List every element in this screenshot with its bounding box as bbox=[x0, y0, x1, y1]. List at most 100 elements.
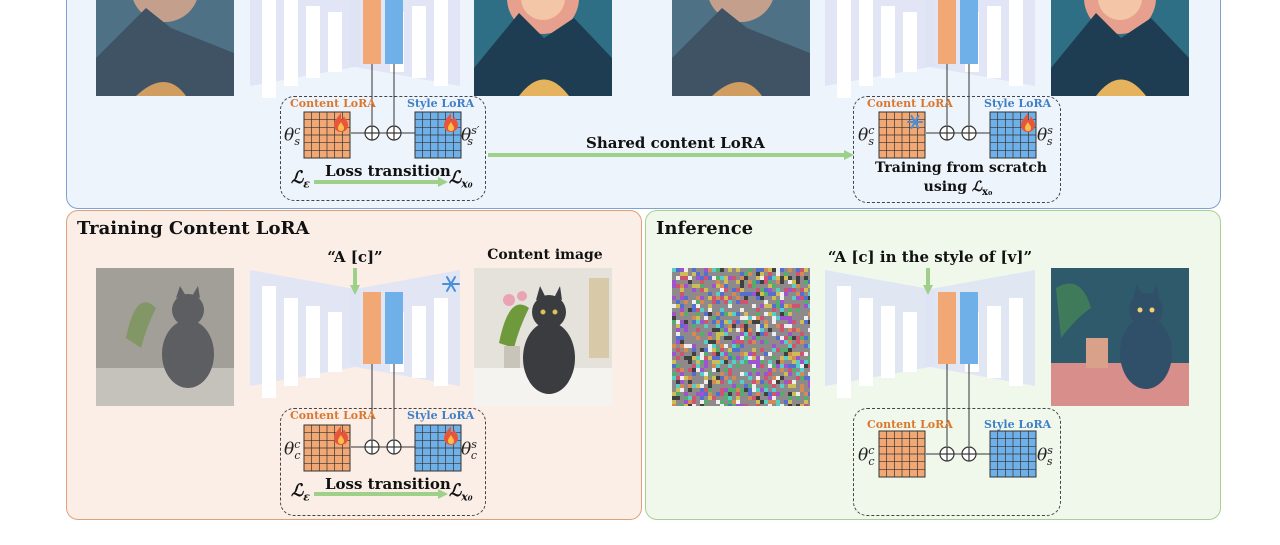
training-from-scratch-note: Training from scratch using ℒx₀ bbox=[875, 160, 1047, 198]
noise-pixel bbox=[716, 328, 720, 332]
noise-pixel bbox=[752, 388, 756, 392]
noise-pixel bbox=[728, 368, 732, 372]
noise-pixel bbox=[692, 368, 696, 372]
noise-pixel bbox=[788, 380, 792, 384]
noise-pixel bbox=[776, 348, 780, 352]
noise-pixel bbox=[736, 320, 740, 324]
fire-icon bbox=[444, 426, 458, 445]
noise-pixel bbox=[792, 352, 796, 356]
noise-pixel bbox=[760, 388, 764, 392]
noise-pixel bbox=[776, 272, 780, 276]
loss-x0-symbol: ℒx₀ bbox=[449, 168, 473, 191]
noise-pixel bbox=[720, 344, 724, 348]
noise-pixel bbox=[800, 404, 804, 406]
noise-pixel bbox=[808, 328, 810, 332]
noise-pixel bbox=[684, 376, 688, 380]
noise-pixel bbox=[756, 372, 760, 376]
noise-pixel bbox=[704, 276, 708, 280]
noise-pixel bbox=[736, 404, 740, 406]
style-lora-label: Style LoRA bbox=[984, 418, 1052, 431]
noise-pixel bbox=[792, 280, 796, 284]
noise-pixel bbox=[692, 284, 696, 288]
noise-pixel bbox=[712, 300, 716, 304]
unet-layer bbox=[881, 306, 895, 378]
noise-pixel bbox=[720, 372, 724, 376]
noise-pixel bbox=[708, 332, 712, 336]
noise-pixel bbox=[756, 396, 760, 400]
noise-pixel bbox=[736, 312, 740, 316]
noise-pixel bbox=[716, 284, 720, 288]
noise-pixel bbox=[676, 384, 680, 388]
noise-pixel bbox=[756, 336, 760, 340]
noise-pixel bbox=[736, 336, 740, 340]
noise-pixel bbox=[764, 332, 768, 336]
noise-pixel bbox=[808, 336, 810, 340]
noise-pixel bbox=[680, 344, 684, 348]
noise-pixel bbox=[712, 356, 716, 360]
noise-pixel bbox=[764, 280, 768, 284]
noise-pixel bbox=[728, 312, 732, 316]
noise-pixel bbox=[748, 316, 752, 320]
noise-pixel bbox=[712, 396, 716, 400]
noise-pixel bbox=[704, 352, 708, 356]
noise-pixel bbox=[704, 272, 708, 276]
noise-pixel bbox=[752, 340, 756, 344]
noise-pixel bbox=[752, 280, 756, 284]
noise-pixel bbox=[672, 344, 676, 348]
noise-pixel bbox=[808, 304, 810, 308]
noise-pixel bbox=[740, 272, 744, 276]
noise-pixel bbox=[724, 388, 728, 392]
unet-layer bbox=[328, 12, 342, 72]
noise-pixel bbox=[688, 404, 692, 406]
noise-pixel bbox=[804, 320, 808, 324]
noise-pixel bbox=[768, 280, 772, 284]
noise-pixel bbox=[740, 372, 744, 376]
noise-pixel bbox=[772, 344, 776, 348]
noise-pixel bbox=[796, 284, 800, 288]
noise-pixel bbox=[756, 296, 760, 300]
noise-pixel bbox=[732, 288, 736, 292]
fire-icon bbox=[1021, 113, 1035, 132]
stylized-output-image bbox=[1051, 268, 1189, 406]
noise-pixel bbox=[800, 336, 804, 340]
theta-style-label: θsc bbox=[461, 438, 478, 463]
noise-pixel bbox=[676, 284, 680, 288]
snowflake-icon bbox=[442, 276, 460, 292]
noise-pixel bbox=[748, 272, 752, 276]
noise-pixel bbox=[808, 384, 810, 388]
noise-pixel bbox=[672, 376, 676, 380]
noise-pixel bbox=[716, 336, 720, 340]
noise-pixel bbox=[752, 284, 756, 288]
noise-pixel bbox=[788, 280, 792, 284]
noise-pixel bbox=[712, 276, 716, 280]
noise-pixel bbox=[704, 400, 708, 404]
unet-layer bbox=[837, 0, 851, 98]
noise-pixel bbox=[688, 280, 692, 284]
noise-pixel bbox=[780, 276, 784, 280]
noise-pixel bbox=[772, 380, 776, 384]
noise-pixel bbox=[808, 392, 810, 396]
noise-pixel bbox=[792, 392, 796, 396]
noise-pixel bbox=[788, 364, 792, 368]
noise-pixel bbox=[684, 324, 688, 328]
noise-pixel bbox=[740, 288, 744, 292]
style-lora-block bbox=[385, 292, 403, 364]
noise-pixel bbox=[804, 360, 808, 364]
noise-pixel bbox=[676, 332, 680, 336]
noise-pixel bbox=[704, 324, 708, 328]
noise-pixel bbox=[724, 404, 728, 406]
noise-pixel bbox=[744, 320, 748, 324]
unet-layer bbox=[284, 298, 298, 386]
noise-pixel bbox=[728, 300, 732, 304]
noise-pixel bbox=[744, 292, 748, 296]
noise-pixel bbox=[724, 368, 728, 372]
noise-pixel bbox=[780, 268, 784, 272]
noise-pixel bbox=[800, 288, 804, 292]
noise-pixel bbox=[748, 328, 752, 332]
noise-pixel bbox=[756, 292, 760, 296]
noise-pixel bbox=[756, 360, 760, 364]
noise-pixel bbox=[784, 380, 788, 384]
noise-pixel bbox=[716, 268, 720, 272]
noise-pixel bbox=[800, 360, 804, 364]
noise-pixel bbox=[692, 316, 696, 320]
